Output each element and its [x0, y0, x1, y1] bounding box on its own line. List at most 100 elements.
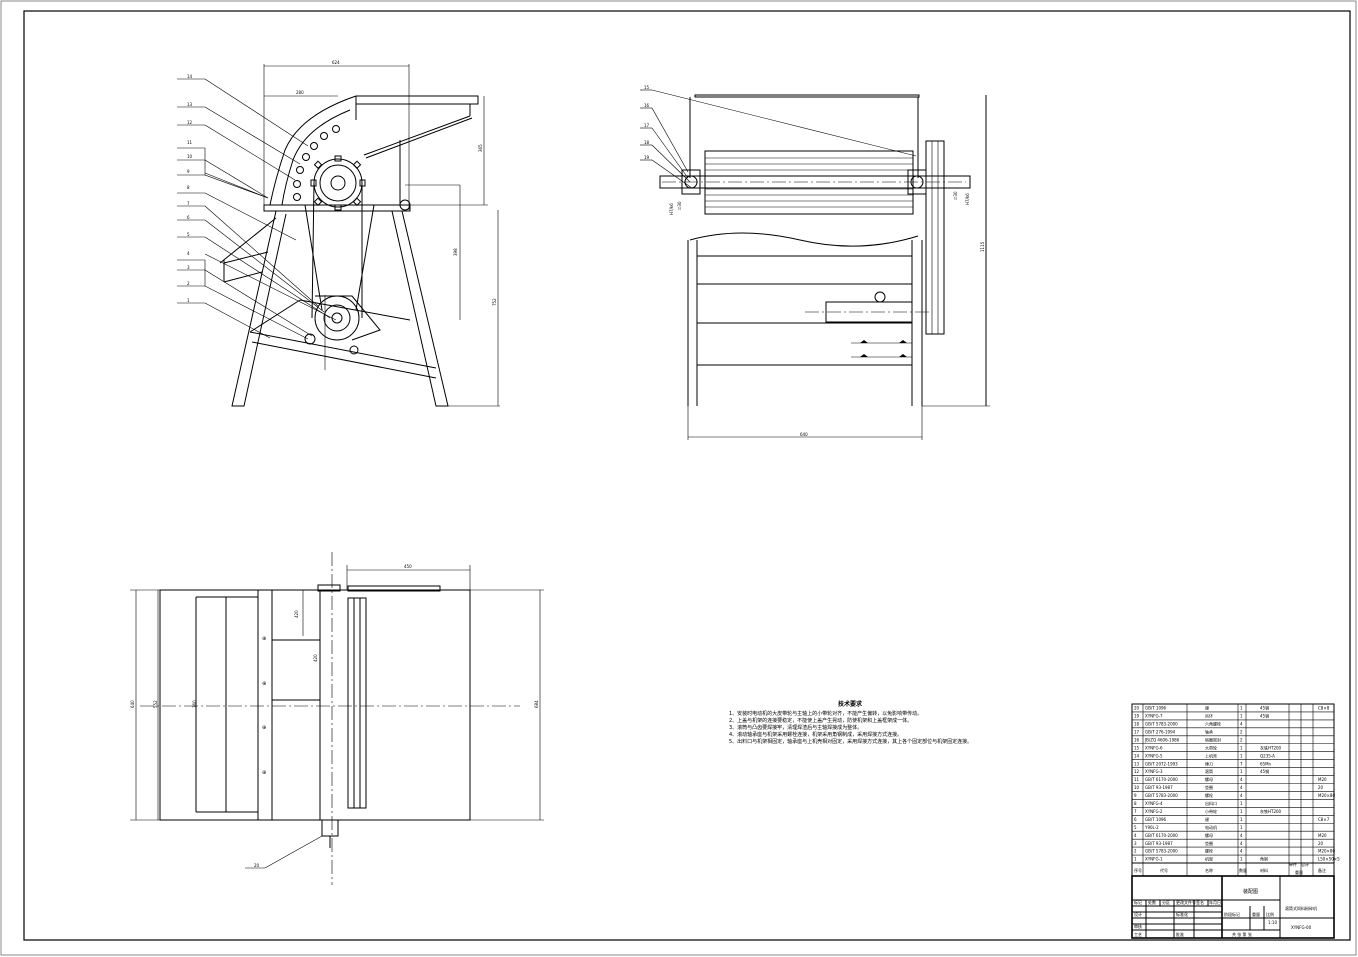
tb-label-process: 工艺	[1134, 932, 1142, 937]
bom-cell-name: 垫圈	[1205, 784, 1213, 790]
bom-cell-no: 18	[1134, 722, 1140, 727]
bom-cell-code: XYNFG-7	[1145, 714, 1163, 719]
bom-cell-mat: 65Mn	[1260, 761, 1272, 766]
inner-frame	[23, 10, 1351, 941]
bom-cell-mat: 灰铁HT200	[1260, 808, 1282, 814]
bom-cell-no: 5	[1134, 825, 1137, 830]
bom-cell-code: GB/T 2072-1993	[1145, 761, 1178, 766]
tb-label-mark: 标记	[1134, 899, 1142, 905]
bom-cell-qty: 2	[1240, 737, 1243, 742]
balloon-7: 7	[187, 201, 190, 206]
bom-cell-qty: 2	[1240, 729, 1243, 734]
dim-side-total-h: 1115	[980, 241, 985, 252]
tb-drawing-no: XYNFG-00	[1291, 925, 1312, 930]
bom-cell-mat: 45钢	[1260, 713, 1269, 719]
bom-cell-qty: 1	[1240, 706, 1243, 711]
svg-text:⊕: ⊕	[262, 725, 266, 731]
bom-cell-code: GB/T 93-1987	[1145, 841, 1173, 846]
bom-cell-name: 大带轮	[1205, 744, 1217, 750]
dim-side-base: 640	[800, 432, 808, 437]
bom-cell-mat: 灰铁HT200	[1260, 744, 1282, 750]
bom-cell-code: GB/T 6170-2000	[1145, 833, 1178, 838]
bom-cell-code: XYNFG-5	[1145, 753, 1163, 758]
bom-cell-qty: 1	[1240, 753, 1243, 758]
svg-text:⊕: ⊕	[262, 636, 266, 642]
bom-cell-mat: 45钢	[1260, 705, 1269, 711]
bom-cell-name: 螺栓	[1205, 848, 1213, 854]
svg-text:⊕: ⊕	[262, 681, 266, 687]
balloon-17: 17	[644, 123, 650, 128]
balloon-10: 10	[187, 154, 193, 159]
balloon-4: 4	[187, 251, 190, 256]
balloon-13: 13	[187, 102, 193, 107]
bom-cell-no: 16	[1134, 737, 1140, 742]
bom-cell-qty: 1	[1240, 809, 1243, 814]
bom-cell-no: 13	[1134, 761, 1140, 766]
tb-label-count: 处数	[1148, 899, 1156, 905]
bom-cell-name: 毡圈密封	[1205, 736, 1221, 742]
dia-left: ∅30	[677, 201, 682, 210]
bom-cell-no: 8	[1134, 801, 1137, 806]
bom-cell-no: 4	[1134, 833, 1137, 838]
bom-cell-qty: 4	[1240, 793, 1243, 798]
bom-cell-code: XYNFG-4	[1145, 801, 1163, 806]
tb-label-std: 标准化	[1176, 911, 1188, 917]
bom-cell-code: GB/T 276-1994	[1145, 729, 1176, 734]
balloon-5: 5	[187, 232, 190, 237]
screen-bolts	[293, 125, 340, 201]
bom-cell-note: M20	[1318, 777, 1327, 782]
top-view-bolts: ⊕ ⊕ ⊕ ⊕	[262, 636, 266, 776]
bom-cell-qty: 4	[1240, 777, 1243, 782]
bom-cell-qty: 7	[1240, 761, 1243, 766]
bom-cell-code: GB/T 1096	[1145, 706, 1167, 711]
bom-h-code: 代号	[1160, 867, 1168, 873]
bom-cell-note: M20×80	[1318, 849, 1335, 854]
balloon-12: 12	[187, 120, 193, 125]
bom-h-weight: 重量	[1295, 869, 1303, 875]
balloon-8: 8	[187, 185, 190, 190]
tb-label-weight: 重量	[1252, 911, 1260, 917]
dim-top-pulley-h: 760	[192, 700, 197, 708]
front-balloons: 14 13 12 11 10 9 8 7 6 5 4 3 2	[177, 74, 205, 304]
bom-cell-name: 螺栓	[1205, 792, 1213, 798]
tb-label-approve: 批准	[1176, 931, 1184, 937]
bom-cell-name: 滚筒	[1205, 768, 1213, 774]
bom-cell-name: 小带轮	[1205, 808, 1217, 814]
bom-cell-name: 键	[1205, 816, 1209, 822]
bom-cell-qty: 4	[1240, 849, 1243, 854]
bom-cell-code: XYNFG-2	[1145, 809, 1163, 814]
bom-cell-name: 螺母	[1205, 776, 1213, 782]
tb-label-scale: 比例	[1266, 911, 1274, 917]
bom-cell-no: 1	[1134, 857, 1137, 862]
bom-cell-qty: 4	[1240, 722, 1243, 727]
dim-front-total-h: 752	[492, 298, 497, 306]
balloon-15: 15	[644, 85, 650, 90]
front-view: 624 280	[177, 60, 500, 407]
balloon-9: 9	[187, 169, 190, 174]
bom-cell-code: XYNFG-6	[1145, 745, 1163, 750]
bom-cell-code: GB/T 6170-2000	[1145, 777, 1178, 782]
bom-cell-qty: 1	[1240, 801, 1243, 806]
bom-cell-note: L50×50×5	[1318, 857, 1340, 862]
bom-cell-code: XYNFG-3	[1145, 769, 1163, 774]
bom-cell-no: 17	[1134, 729, 1140, 734]
fit-right: H7/k6	[965, 193, 970, 205]
bom-cell-code: GB/T 1096	[1145, 817, 1167, 822]
bom-cell-note: M20×80	[1318, 793, 1335, 798]
front-leaders	[204, 78, 337, 340]
bom-cell-no: 19	[1134, 714, 1140, 719]
bom-cell-name: 键	[1205, 705, 1209, 711]
bom-cell-no: 11	[1134, 777, 1140, 782]
bom-cell-no: 3	[1134, 841, 1137, 846]
tb-product: 滚筒式饲料粉碎机	[1285, 905, 1317, 911]
bom-h-name: 名称	[1205, 867, 1213, 873]
bom-cell-qty: 1	[1240, 745, 1243, 750]
tb-label-sign: 签名	[1196, 899, 1204, 905]
dim-front-hopper: 280	[296, 90, 304, 95]
bom-cell-qty: 1	[1240, 857, 1243, 862]
bom-cell-note: C8×7	[1318, 817, 1330, 822]
rotor-teeth	[310, 155, 366, 211]
balloon-14: 14	[187, 74, 193, 79]
